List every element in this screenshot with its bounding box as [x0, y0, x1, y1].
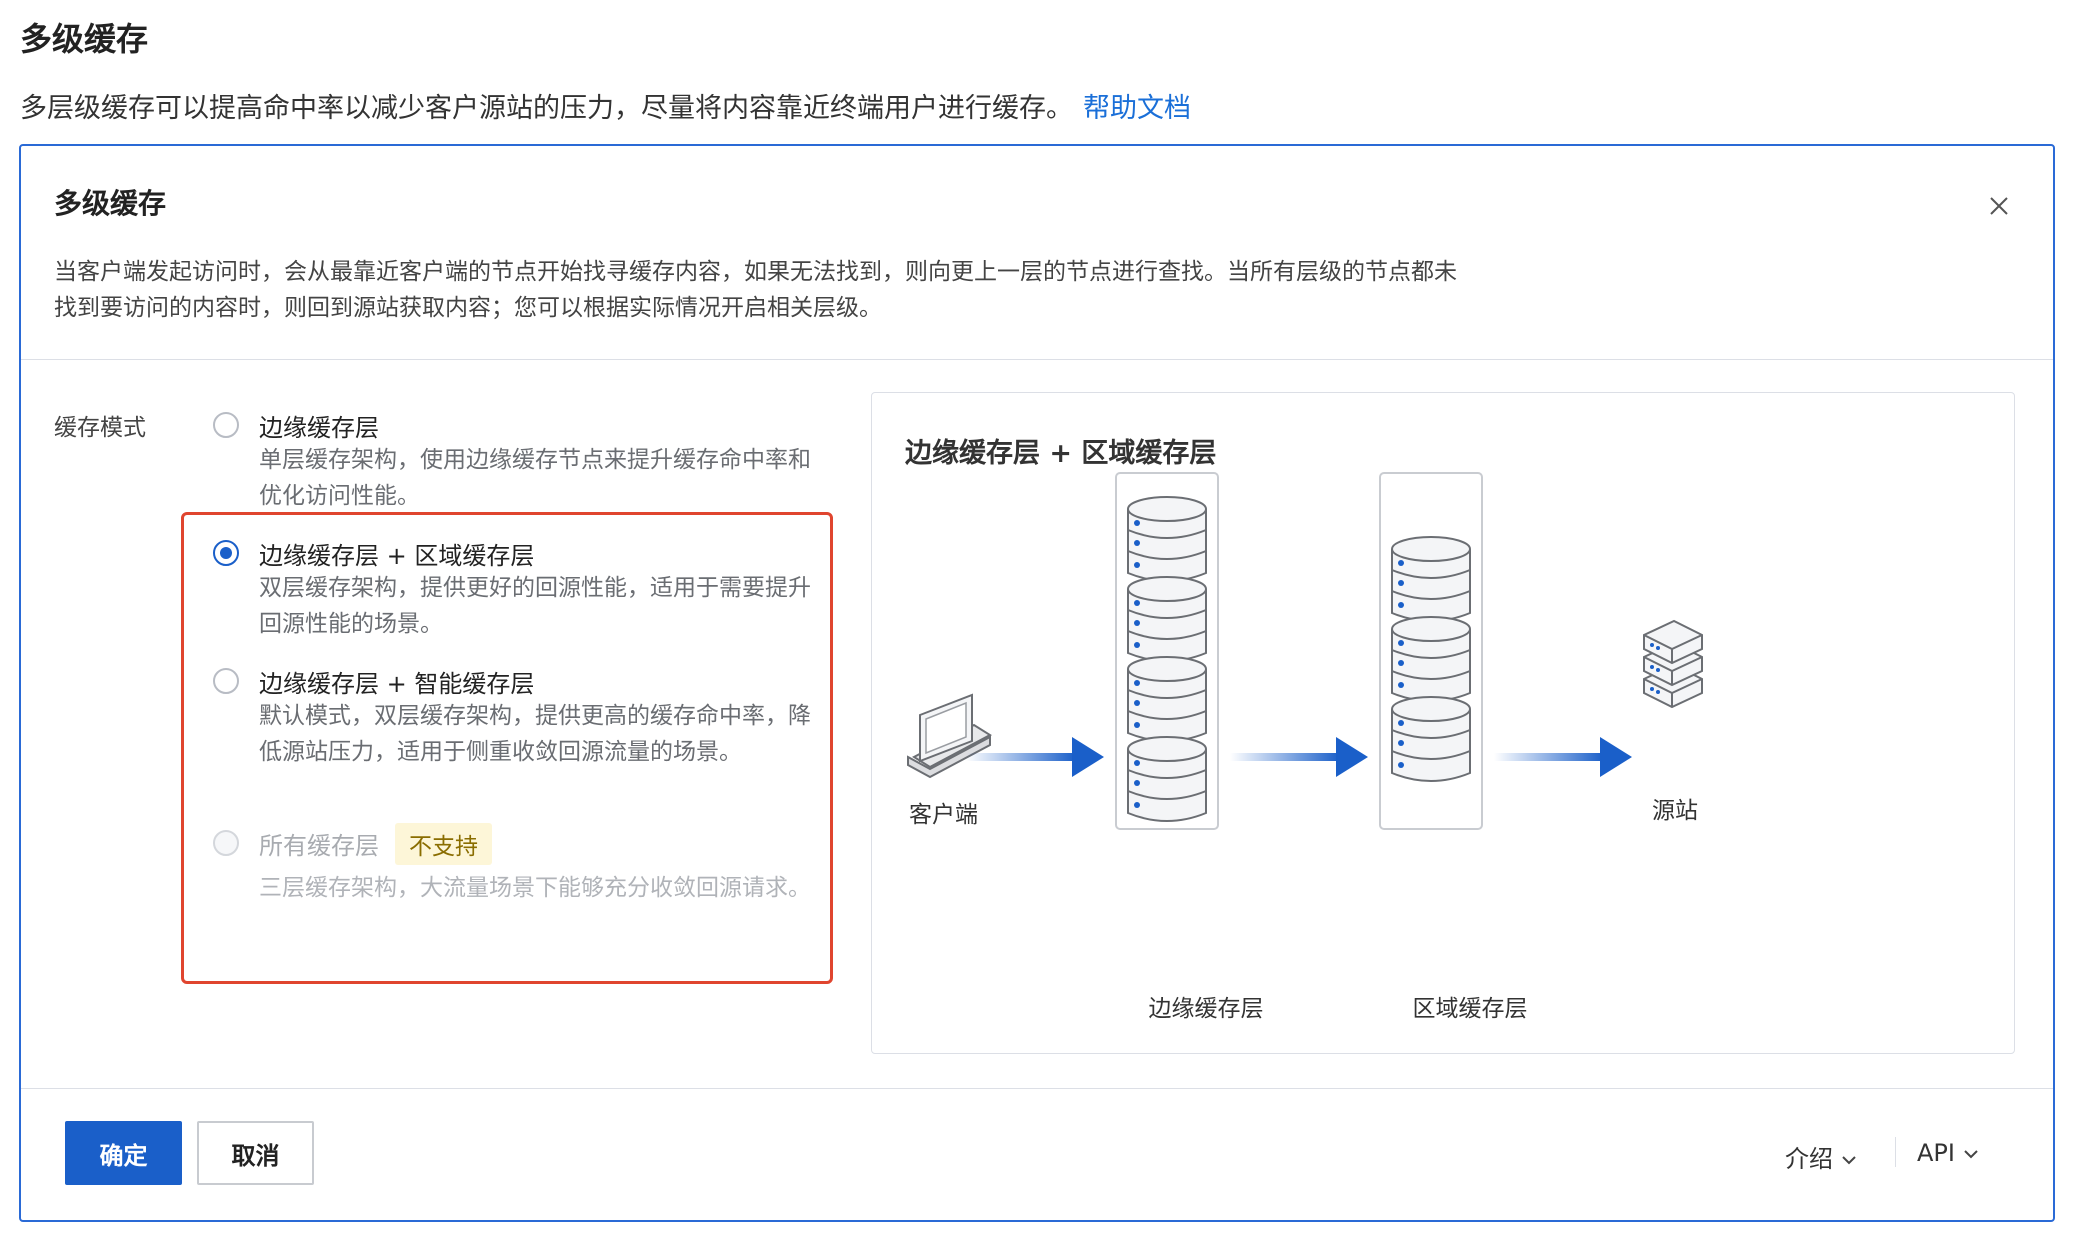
- radio-edge-cache[interactable]: [213, 412, 239, 438]
- option-title: 边缘缓存层 + 智能缓存层: [259, 670, 535, 698]
- highlight-annotation-box: [181, 512, 833, 984]
- option-desc: 双层缓存架构，提供更好的回源性能，适用于需要提升回源性能的场景。: [259, 575, 811, 637]
- edge-db-icon-4: [1127, 736, 1207, 822]
- arrow-region-to-origin: [1494, 737, 1632, 777]
- option-title-text: 所有缓存层: [259, 832, 379, 860]
- region-cache-label: 区域缓存层: [1412, 996, 1528, 1022]
- panel-intro: 当客户端发起访问时，会从最靠近客户端的节点开始找寻缓存内容，如果无法找到，则向更…: [54, 254, 1554, 326]
- cache-mode-label: 缓存模式: [54, 415, 146, 441]
- origin-label: 源站: [1652, 798, 1698, 824]
- api-dropdown[interactable]: API: [1917, 1139, 1979, 1167]
- api-label: API: [1917, 1139, 1955, 1167]
- help-doc-link[interactable]: 帮助文档: [1083, 93, 1191, 124]
- radio-edge-smart-cache[interactable]: [213, 668, 239, 694]
- option-desc: 单层缓存架构，使用边缘缓存节点来提升缓存命中率和优化访问性能。: [259, 447, 811, 509]
- region-db-icon-1: [1391, 536, 1471, 622]
- intro-dropdown[interactable]: 介绍: [1785, 1139, 1857, 1174]
- close-icon[interactable]: [1987, 194, 2011, 218]
- option-title: 边缘缓存层: [259, 414, 379, 442]
- region-db-icon-3: [1391, 696, 1471, 782]
- edge-db-icon-2: [1127, 576, 1207, 662]
- confirm-button[interactable]: 确定: [65, 1121, 182, 1185]
- origin-server-icon: [1643, 619, 1703, 709]
- chevron-down-icon: [1964, 1150, 1978, 1159]
- panel-footer: 确定 取消 介绍 API: [21, 1088, 2053, 1222]
- edge-cache-label: 边缘缓存层: [1148, 996, 1264, 1022]
- radio-edge-region-cache[interactable]: [213, 540, 239, 566]
- radio-all-cache: [213, 830, 239, 856]
- edge-db-icon-3: [1127, 656, 1207, 742]
- region-db-icon-2: [1391, 616, 1471, 702]
- page-description: 多层级缓存可以提高命中率以减少客户源站的压力，尽量将内容靠近终端用户进行缓存。帮…: [20, 86, 1191, 125]
- multi-level-cache-panel: 多级缓存 当客户端发起访问时，会从最靠近客户端的节点开始找寻缓存内容，如果无法找…: [19, 144, 2055, 1222]
- footer-divider: [1895, 1137, 1896, 1167]
- edge-db-icon-1: [1127, 496, 1207, 582]
- panel-header: 多级缓存 当客户端发起访问时，会从最靠近客户端的节点开始找寻缓存内容，如果无法找…: [21, 146, 2053, 360]
- intro-label: 介绍: [1785, 1145, 1833, 1173]
- panel-intro-line-1: 当客户端发起访问时，会从最靠近客户端的节点开始找寻缓存内容，如果无法找到，则向更…: [54, 259, 1457, 285]
- panel-title: 多级缓存: [54, 187, 167, 220]
- diagram-title: 边缘缓存层 + 区域缓存层: [905, 438, 1217, 469]
- unsupported-badge: 不支持: [395, 823, 492, 865]
- architecture-diagram: 边缘缓存层 + 区域缓存层: [871, 392, 2015, 1054]
- option-desc: 三层缓存架构，大流量场景下能够充分收敛回源请求。: [259, 875, 811, 901]
- page-title: 多级缓存: [20, 20, 149, 58]
- arrow-client-to-edge: [966, 737, 1104, 777]
- option-desc: 默认模式，双层缓存架构，提供更高的缓存命中率，降低源站压力，适用于侧重收敛回源流…: [259, 703, 811, 765]
- chevron-down-icon: [1842, 1156, 1856, 1165]
- panel-intro-line-2: 找到要访问的内容时，则回到源站获取内容；您可以根据实际情况开启相关层级。: [54, 295, 882, 321]
- client-computer-icon: [907, 693, 992, 779]
- cancel-button[interactable]: 取消: [197, 1121, 314, 1185]
- diagram-canvas: [907, 472, 1703, 830]
- page-description-text: 多层级缓存可以提高命中率以减少客户源站的压力，尽量将内容靠近终端用户进行缓存。: [20, 93, 1073, 124]
- client-label: 客户端: [909, 802, 978, 828]
- option-title: 所有缓存层不支持: [259, 823, 492, 868]
- arrow-edge-to-region: [1230, 737, 1368, 777]
- option-title: 边缘缓存层 + 区域缓存层: [259, 542, 535, 570]
